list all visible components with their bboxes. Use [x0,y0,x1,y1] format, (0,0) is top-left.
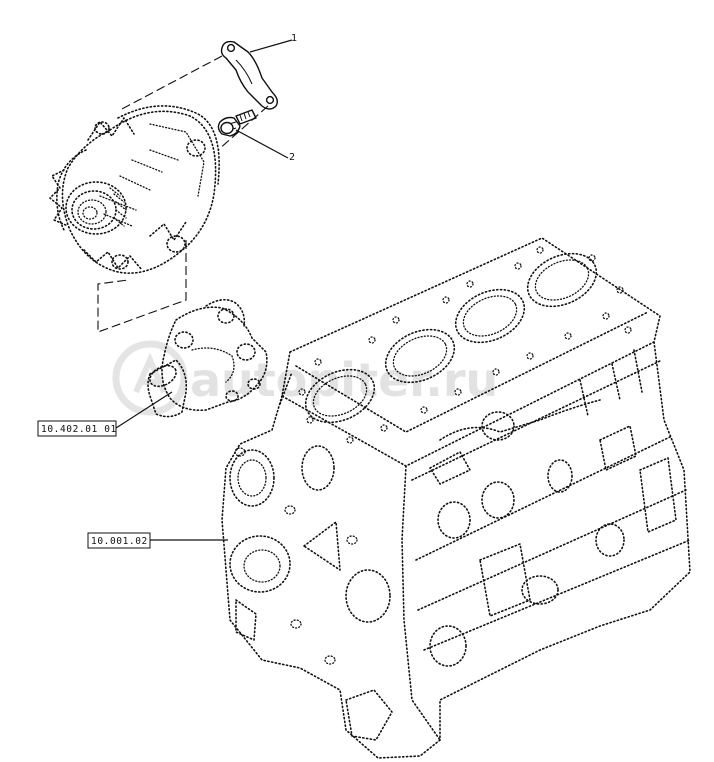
ref-engine-block[interactable]: 10.001.02 [87,532,228,549]
watermark-logo-ring [112,340,188,416]
callout-2: 2 [235,129,295,163]
callout-2-label: 2 [289,152,295,163]
alternator [49,105,220,274]
engine-block [221,237,691,759]
alternator-bolt [217,109,257,137]
watermark-logo-icon [133,352,167,394]
ref-water-pump-box[interactable] [37,420,117,437]
callout-1: 1 [249,33,297,53]
ref-water-pump[interactable]: 10.402.01 01 [37,391,173,437]
alternator-bracket [220,40,279,110]
water-pump [147,298,268,418]
ref-engine-block-box[interactable] [87,532,151,549]
callout-1-label: 1 [291,33,297,44]
ref-engine-block-label: 10.001.02 [91,536,148,547]
alignment-lines [97,55,269,333]
ref-water-pump-label: 10.402.01 01 [41,424,117,435]
